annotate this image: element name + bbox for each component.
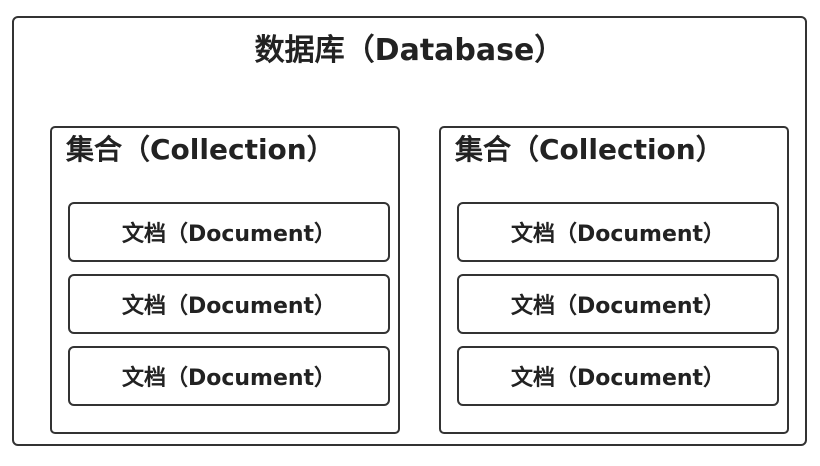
document-box: 文档（Document） (68, 346, 390, 406)
document-box: 文档（Document） (457, 274, 779, 334)
document-box: 文档（Document） (68, 202, 390, 262)
database-box: 数据库（Database） 集合（Collection） 文档（Document… (12, 16, 807, 446)
collection-title: 集合（Collection） (455, 133, 724, 166)
collection-title: 集合（Collection） (66, 133, 335, 166)
document-box: 文档（Document） (457, 202, 779, 262)
collection-box: 集合（Collection） 文档（Document） 文档（Document）… (50, 126, 400, 434)
database-title: 数据库（Database） (254, 33, 565, 68)
document-box: 文档（Document） (457, 346, 779, 406)
document-box: 文档（Document） (68, 274, 390, 334)
collection-box: 集合（Collection） 文档（Document） 文档（Document）… (439, 126, 789, 434)
